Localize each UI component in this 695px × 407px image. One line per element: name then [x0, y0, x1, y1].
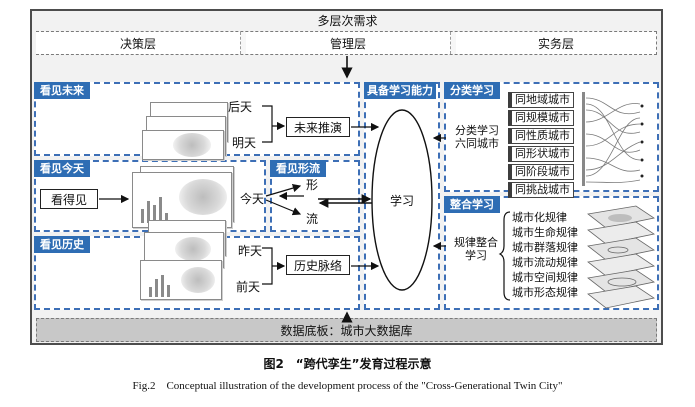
section-learning — [364, 82, 440, 310]
integrate-item: 城市形态规律 — [512, 286, 578, 299]
label-yesterday: 昨天 — [238, 244, 263, 258]
level-practice: 实务层 — [456, 32, 656, 54]
integrate-item: 城市群落规律 — [512, 241, 578, 254]
classify-item: 同性质城市 — [508, 128, 574, 144]
classify-brace-bar — [582, 92, 585, 186]
history-bracket — [262, 247, 284, 285]
label-flow: 流 — [306, 212, 319, 226]
figure-caption-en: Fig.2 Conceptual illustration of the dev… — [132, 380, 563, 392]
integrate-item: 城市化规律 — [512, 211, 567, 224]
integrate-item: 城市生命规律 — [512, 226, 578, 239]
tag-history: 看见历史 — [34, 236, 90, 253]
box-historical-context: 历史脉络 — [286, 255, 350, 275]
history-thumb-map-1 — [175, 237, 211, 261]
future-thumb-front — [142, 130, 224, 160]
figure-caption-cn: 图2 “跨代孪生”发育过程示意 — [263, 356, 432, 371]
integrate-side-label: 规律整合 学习 — [454, 236, 498, 262]
classify-item: 同规模城市 — [508, 110, 574, 126]
future-thumb-map — [173, 133, 211, 157]
label-form: 形 — [306, 178, 319, 192]
history-thumb-bars — [149, 273, 170, 297]
tag-form-flow: 看见形流 — [270, 160, 326, 177]
label-day-after-tomorrow: 后天 — [228, 100, 253, 114]
tag-classify: 分类学习 — [444, 82, 500, 99]
integrate-item: 城市流动规律 — [512, 256, 578, 269]
integrate-brace — [498, 211, 511, 301]
level-decision: 决策层 — [36, 32, 241, 54]
tag-integrate: 整合学习 — [444, 196, 500, 213]
integrate-item: 城市空间规律 — [512, 271, 578, 284]
integrate-list: 城市化规律 城市生命规律 城市群落规律 城市流动规律 城市空间规律 城市形态规律 — [512, 210, 578, 300]
history-thumb-map-2 — [181, 267, 215, 293]
learning-ellipse — [371, 109, 433, 291]
classify-flow-dots — [640, 104, 644, 178]
learning-label: 学习 — [389, 193, 414, 208]
tag-today: 看见今天 — [34, 160, 90, 177]
arrow-today-flow — [265, 199, 302, 216]
box-visible: 看得见 — [40, 189, 98, 209]
box-future-projection: 未来推演 — [286, 117, 350, 137]
classify-side-label: 分类学习 六同城市 — [455, 124, 499, 150]
classify-flow-lines — [585, 97, 641, 183]
header-title: 多层次需求 — [317, 13, 378, 28]
label-today: 今天 — [240, 192, 265, 206]
classify-list: 同地域城市 同规模城市 同性质城市 同形状城市 同阶段城市 同挑战城市 — [508, 92, 574, 200]
classify-item: 同阶段城市 — [508, 164, 574, 180]
tag-future: 看见未来 — [34, 82, 90, 99]
future-bracket — [262, 105, 284, 143]
today-thumb-front — [132, 172, 232, 228]
label-day-before-yesterday: 前天 — [236, 280, 261, 294]
today-thumb-map — [179, 179, 227, 215]
classify-item: 同形状城市 — [508, 146, 574, 162]
history-thumb-front — [140, 260, 222, 300]
level-management: 管理层 — [246, 32, 451, 54]
arrow-today-form — [265, 184, 302, 197]
integrate-layered-maps — [587, 205, 656, 309]
classify-item: 同挑战城市 — [508, 182, 574, 198]
tag-learning: 具备学习能力 — [364, 82, 436, 99]
today-thumb-bars — [141, 195, 168, 223]
classify-item: 同地域城市 — [508, 92, 574, 108]
label-tomorrow: 明天 — [232, 136, 257, 150]
